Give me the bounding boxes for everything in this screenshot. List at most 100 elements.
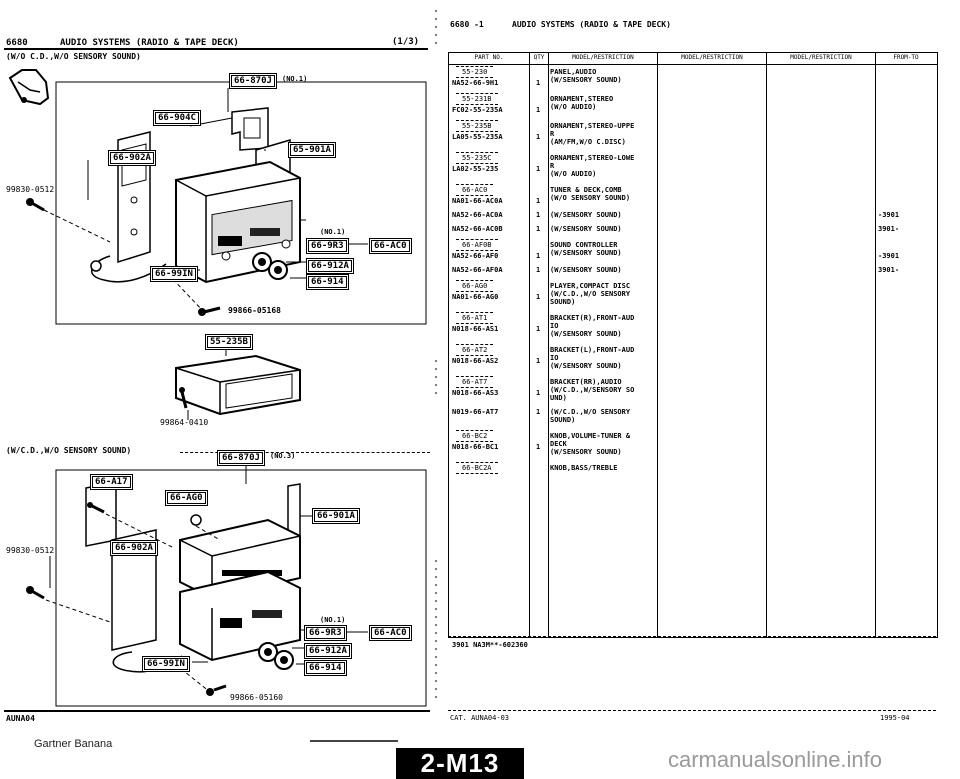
- table-cell-description: R: [550, 130, 555, 138]
- table-cell-description: SOUND CONTROLLER: [550, 241, 618, 249]
- table-cell-description: KNOB,VOLUME-TUNER &: [550, 432, 631, 440]
- right-header-title: AUDIO SYSTEMS (RADIO & TAPE DECK): [512, 20, 671, 29]
- table-cell-description: (W/SENSORY SOUND): [550, 211, 622, 219]
- table-cell-qty: 1: [536, 325, 541, 333]
- table-cell-qty: 1: [536, 408, 541, 416]
- right-footer-left: CAT. AUNA04-03: [450, 714, 510, 722]
- page-tab: 2-M13: [396, 748, 524, 779]
- table-cell-description: (W/SENSORY SOUND): [550, 330, 622, 338]
- ref-box: 66-AT1: [456, 312, 494, 324]
- table-cell-description: (AM/FM,W/O C.DISC): [550, 138, 626, 146]
- table-cell-description: IO: [550, 322, 559, 330]
- table-cell-qty: 1: [536, 165, 541, 173]
- table-cell-description: (W/SENSORY SOUND): [550, 362, 622, 370]
- table-cell-part-no: N018-66-AS3: [452, 389, 499, 397]
- section1-title: (W/O C.D.,W/O SENSORY SOUND): [6, 52, 141, 61]
- table-cell-description: (W/C.D.,W/O SENSORY: [550, 408, 631, 416]
- table-cell-description: KNOB,BASS/TREBLE: [550, 464, 618, 472]
- table-cell-part-no: NA52-66-AC0A: [452, 211, 503, 219]
- ref-box: 55-231B: [456, 93, 498, 105]
- table-cell-part-no: NA52-66-9H1: [452, 79, 499, 87]
- part-number-label: 99864-0410: [160, 418, 209, 427]
- table-cell-qty: 1: [536, 293, 541, 301]
- ref-box: 66-AT7: [456, 376, 494, 388]
- table-cell-description: (W/C.D.,W/O SENSORY: [550, 290, 631, 298]
- callout-66-902A: 66-902A: [110, 540, 158, 556]
- watermark-right: carmanualsonline.info: [668, 747, 883, 772]
- table-cell-qty: 1: [536, 133, 541, 141]
- table-cell-description: (W/O AUDIO): [550, 103, 597, 111]
- ref-box: 55-235C: [456, 152, 498, 164]
- part-number-label: 99866-05168: [228, 306, 281, 315]
- table-cell-description: TUNER & DECK,COMB: [550, 186, 622, 194]
- table-cell-from-to: -3901: [878, 211, 900, 219]
- page-indicator: (1/3): [392, 37, 420, 47]
- callout-66-912A: 66-912A: [304, 643, 352, 659]
- part-number-label: 99830-0512: [6, 546, 55, 555]
- callout-66-9R3: 66-9R3: [306, 238, 349, 254]
- table-cell-qty: 1: [536, 79, 541, 87]
- callout-note: (NO.1): [320, 228, 346, 236]
- table-cell-part-no: NA01-66-AG0: [452, 293, 499, 301]
- table-cell-description: (W/SENSORY SOUND): [550, 76, 622, 84]
- table-cell-description: SOUND): [550, 416, 576, 424]
- part-number-label: 99830-0512: [6, 185, 55, 194]
- table-cell-qty: 1: [536, 443, 541, 451]
- table-cell-qty: 1: [536, 211, 541, 219]
- table-cell-part-no: NA52-66-AC0B: [452, 225, 503, 233]
- table-cell-description: BRACKET(L),FRONT-AUD: [550, 346, 635, 354]
- table-cell-qty: 1: [536, 389, 541, 397]
- table-cell-qty: 1: [536, 357, 541, 365]
- table-cell-description: (W/SENSORY SOUND): [550, 249, 622, 257]
- table-cell-part-no: N018-66-AS1: [452, 325, 499, 333]
- table-cell-part-no: N018-66-AS2: [452, 357, 499, 365]
- table-cell-qty: 1: [536, 106, 541, 114]
- callout-66-902A: 66-902A: [108, 150, 156, 166]
- vehicle-icon: [8, 69, 50, 106]
- table-cell-description: ORNAMENT,STEREO-UPPE: [550, 122, 635, 130]
- col-header-from-to: FROM-TO: [893, 54, 919, 61]
- callout-66-AG0: 66-AG0: [165, 490, 208, 506]
- watermark-left: Gartner Banana: [34, 738, 113, 750]
- ref-box: 66-AT2: [456, 344, 494, 356]
- ref-box: 55-230: [456, 66, 494, 78]
- callout-note: (NO.3): [270, 452, 296, 460]
- table-cell-description: ORNAMENT,STEREO: [550, 95, 614, 103]
- parts-table: PART NO. QTY MODEL/RESTRICTION MODEL/RES…: [448, 52, 938, 638]
- callout-66-A17: 66-A17: [90, 474, 133, 490]
- table-cell-part-no: N019-66-AT7: [452, 408, 499, 416]
- left-header-code: 6680: [6, 38, 28, 48]
- col-header-qty: QTY: [533, 54, 545, 61]
- callout-note: (NO.1): [320, 616, 346, 624]
- callout-66-99IN: 66-99IN: [150, 266, 198, 282]
- callout-66-904C: 66-904C: [153, 110, 201, 126]
- section2-rule: [180, 452, 430, 453]
- table-cell-description: DECK: [550, 440, 567, 448]
- table-cell-from-to: 3901-: [878, 225, 900, 233]
- ref-box: 66-BC2: [456, 430, 494, 442]
- table-header: [449, 53, 937, 65]
- table-cell-description: PANEL,AUDIO: [550, 68, 597, 76]
- callout-note: (NO.1): [282, 75, 308, 83]
- table-cell-from-to: 3901-: [878, 266, 900, 274]
- table-cell-description: IO: [550, 354, 559, 362]
- table-cell-part-no: NA52-66-AF0A: [452, 266, 503, 274]
- left-footer-code: AUNA04: [6, 714, 35, 723]
- table-cell-from-to: -3901: [878, 252, 900, 260]
- table-cell-description: BRACKET(R),FRONT-AUD: [550, 314, 635, 322]
- right-header-code: 6680 -1: [450, 20, 484, 29]
- table-cell-description: BRACKET(RR),AUDIO: [550, 378, 622, 386]
- table-cell-description: PLAYER,COMPACT DISC: [550, 282, 631, 290]
- right-footer-right: 1995-04: [880, 714, 910, 722]
- ref-box: 66-AF0B: [456, 239, 498, 251]
- callout-66-914: 66-914: [306, 274, 349, 290]
- left-header-rule: [4, 48, 428, 50]
- table-cell-description: (W/O SENSORY SOUND): [550, 194, 631, 202]
- table-cell-description: (W/SENSORY SOUND): [550, 448, 622, 456]
- table-cell-qty: 1: [536, 225, 541, 233]
- table-cell-part-no: NA52-66-AF0: [452, 252, 499, 260]
- callout-66-870J: 66-870J: [229, 73, 277, 89]
- left-footer-rule: [4, 710, 430, 712]
- col-header-part-no: PART NO.: [474, 54, 504, 61]
